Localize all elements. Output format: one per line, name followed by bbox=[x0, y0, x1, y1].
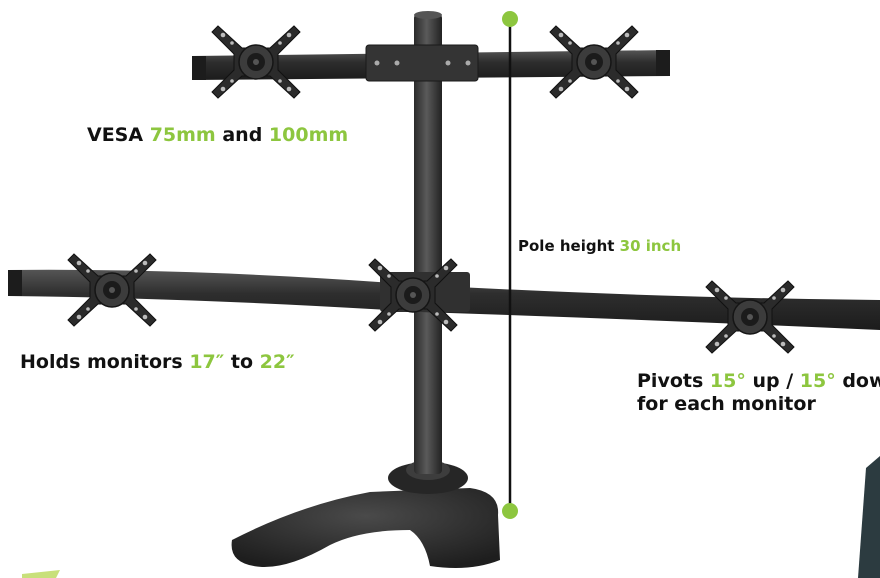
corner-decoration-left bbox=[22, 570, 60, 578]
pivot-down-degrees: 15° bbox=[799, 370, 836, 392]
pivot-per-monitor: for each monitor bbox=[637, 392, 816, 415]
stand-pole bbox=[414, 11, 442, 474]
pole-height-label: Pole height 30 inch bbox=[518, 237, 681, 255]
stand-base bbox=[231, 460, 500, 568]
vesa-and: and bbox=[215, 124, 269, 146]
vesa-size-75: 75mm bbox=[149, 124, 216, 146]
pivot-label: Pivots 15° up / 15° down for each monito… bbox=[637, 370, 880, 416]
monitor-size-to: to bbox=[224, 351, 260, 373]
pivot-down-text: down bbox=[842, 370, 880, 392]
vesa-size-100: 100mm bbox=[268, 124, 349, 146]
pivot-prefix: Pivots bbox=[637, 370, 710, 392]
pole-height-indicator bbox=[502, 11, 518, 519]
pivot-up-degrees: 15° bbox=[709, 370, 746, 392]
pole-height-prefix: Pole height bbox=[518, 237, 620, 255]
vesa-label: VESA 75mm and 100mm bbox=[87, 124, 348, 147]
corner-decoration-right bbox=[858, 456, 880, 578]
pole-height-value: 30 inch bbox=[619, 237, 682, 255]
monitor-size-prefix: Holds monitors bbox=[20, 351, 190, 373]
vesa-prefix: VESA bbox=[87, 124, 150, 146]
monitor-size-min: 17″ bbox=[189, 351, 225, 373]
monitor-size-max: 22″ bbox=[259, 351, 295, 373]
top-crossbar bbox=[192, 44, 670, 82]
monitor-size-label: Holds monitors 17″ to 22″ bbox=[20, 351, 295, 374]
pivot-up-text: up / bbox=[745, 370, 800, 392]
